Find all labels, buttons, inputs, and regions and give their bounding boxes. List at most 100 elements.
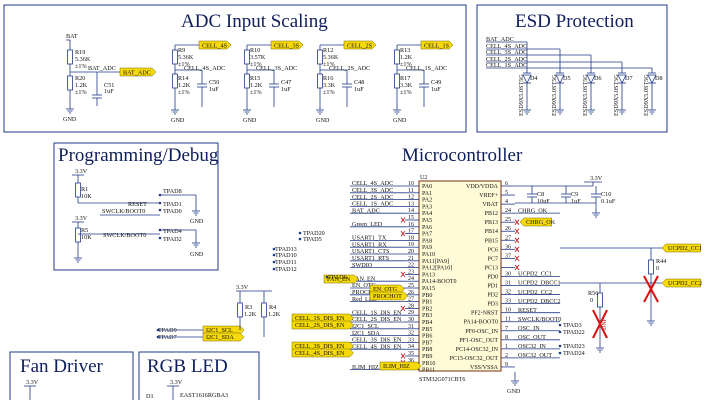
mcu-right-num: 8 (505, 335, 508, 341)
cell-gnd: GND (243, 117, 257, 124)
mcu-left-pin: PB4 (422, 320, 432, 326)
cell-gnd: GND (316, 117, 330, 124)
net-tag-text: CELL_2S_DIS_EN (295, 322, 345, 329)
mcu-right-pin: VSS/VSSA (470, 365, 499, 371)
r1-ref: R1 (81, 186, 88, 193)
mcu-right-pin: PC7 (488, 256, 498, 262)
cell-divider-1: CELL_4SGNDR95.36K±1%R141.2K±1%CELL_4S_AD… (170, 40, 232, 124)
mcu-right-num: 7 (505, 326, 508, 332)
mcu-left-num: 22 (408, 263, 414, 269)
cap-ref: C49 (431, 79, 441, 86)
mcu-left-pin: PB1 (422, 300, 432, 306)
mcu-left-num: 36 (408, 358, 414, 364)
mcu-left-pin: PA7 (422, 232, 432, 238)
bat-adc-node: BAT_ADC (88, 65, 116, 72)
prog-v2: 3.3V (75, 215, 88, 222)
tpad2-label: TPAD2 (163, 236, 182, 243)
mcu-left-pin: PA8 (422, 238, 432, 244)
swclk-net: SWCLK/BOOT0 (102, 208, 145, 215)
mcu-left-net: USART1_CTS (352, 248, 390, 255)
net-tag (202, 332, 245, 342)
fan-block: 3.3V (24, 379, 39, 400)
mcu-left-pin: PB0 (422, 293, 432, 299)
cell-gnd: GND (171, 117, 185, 124)
r19-ref: R19 (75, 49, 85, 56)
prog-v1: 3.3V (75, 168, 88, 175)
mcu-left-pin: PB7 (422, 340, 432, 346)
esd-ref: D7 (625, 75, 633, 82)
mcu-right-num: 25 (505, 217, 511, 223)
mcu-left-num: 14 (408, 208, 414, 214)
mcu-left-net: USART1_RTS (352, 255, 390, 262)
r-top-ref: R10 (250, 47, 260, 54)
mcu-left-num: 31 (408, 324, 414, 330)
mcu-right-pin: PD3 (487, 302, 498, 308)
cell-tag (198, 40, 232, 50)
mcu-left-net: I2C1_SDA (352, 330, 380, 337)
cap-val: 1uF (354, 86, 364, 93)
mcu-left-net: EN_OTG (352, 282, 377, 289)
r1-val: 10K (81, 193, 92, 200)
net-tag-text: CELL_4S_DIS_EN (295, 350, 345, 357)
tpad0-label: TPAD0 (163, 208, 182, 215)
r-top-val: 1.2K (400, 54, 413, 61)
mcu-right-num: 31 (505, 281, 511, 287)
mcu-left-num: 28 (408, 303, 414, 309)
r20-val: 1.2K (75, 82, 88, 89)
prog-title: Programming/Debug (58, 145, 219, 166)
r5-val: 10K (81, 234, 92, 241)
net-tag (202, 325, 245, 335)
rgb-title: RGB LED (147, 356, 228, 377)
r19-val: 5.36K (75, 56, 91, 63)
mcu-left-pin: PB5 (422, 327, 432, 333)
cell-divider-4: CELL_1SGNDR131.2K±1%R173.3K±1%CELL_1S_AD… (392, 40, 454, 124)
mcu-right-pin: PB14 (485, 229, 498, 235)
mcu-right-pin: VREF+ (479, 193, 498, 199)
r-bot-val: 1.2K (250, 82, 263, 89)
mcu-left-pin: PA2 (422, 198, 432, 204)
r-bot-ref: R17 (400, 75, 410, 82)
net-tag-text: FAN_EN (327, 276, 351, 283)
mcu-left-pin: PA1 (422, 191, 432, 197)
rgb-v: 3.3V (170, 379, 183, 386)
net-tag-text: CHRG_OK (526, 219, 556, 226)
esd-ref: D8 (655, 75, 663, 82)
net-tag (661, 243, 701, 253)
fan-section-frame (9, 351, 134, 400)
mcu-right-num: 30 (505, 271, 511, 277)
mcu-right-net: UCPD2_DBCC1 (518, 280, 561, 287)
cell-tag-text: CELL_2S (347, 43, 373, 50)
cell-tag (420, 40, 454, 50)
mcu-right-num: 2 (505, 353, 508, 359)
r-top (244, 49, 250, 65)
r-bot-ref: R16 (323, 75, 333, 82)
mcu-right-pin: PD0 (487, 274, 498, 280)
rgb-section-frame (138, 351, 260, 400)
test-pad-label: TPAD20 (303, 230, 325, 237)
bat-gnd-label: GND (63, 116, 77, 123)
cell-tag (270, 40, 304, 50)
mcu-right-net: UCPD2_DBCC2 (518, 298, 561, 305)
r44-ref: R44 (656, 258, 666, 265)
r1-resistor (75, 182, 81, 198)
mcu-left-pin: PA9 (422, 245, 432, 251)
cap-val: 1uF (431, 86, 441, 93)
tpad4-label: TPAD4 (163, 228, 182, 235)
mcu-left-net: I2C1_SCL (352, 323, 379, 330)
r-bot-tol: ±1% (400, 89, 412, 96)
esd-net-label: CELL_4S_ADC (486, 43, 527, 50)
mcu-right-num: 27 (505, 235, 511, 241)
mcu-title: Microcontroller (402, 145, 523, 166)
mcu-right-pin: PD2 (487, 293, 498, 299)
r-top-val: 5.36K (178, 54, 194, 61)
mcu-right-net: UCPD2_CC1 (518, 271, 552, 278)
decap-val: 0.1uF (601, 198, 616, 205)
mcu-right-num: 11 (505, 317, 511, 323)
test-pad-label: TPAD23 (563, 343, 585, 350)
net-tag (291, 320, 354, 330)
mcu-left-pin: PA3 (422, 204, 432, 210)
r5-ref: R5 (81, 227, 88, 234)
pull-v: 3.3V (236, 284, 249, 291)
mcu-left-num: 16 (408, 222, 414, 228)
